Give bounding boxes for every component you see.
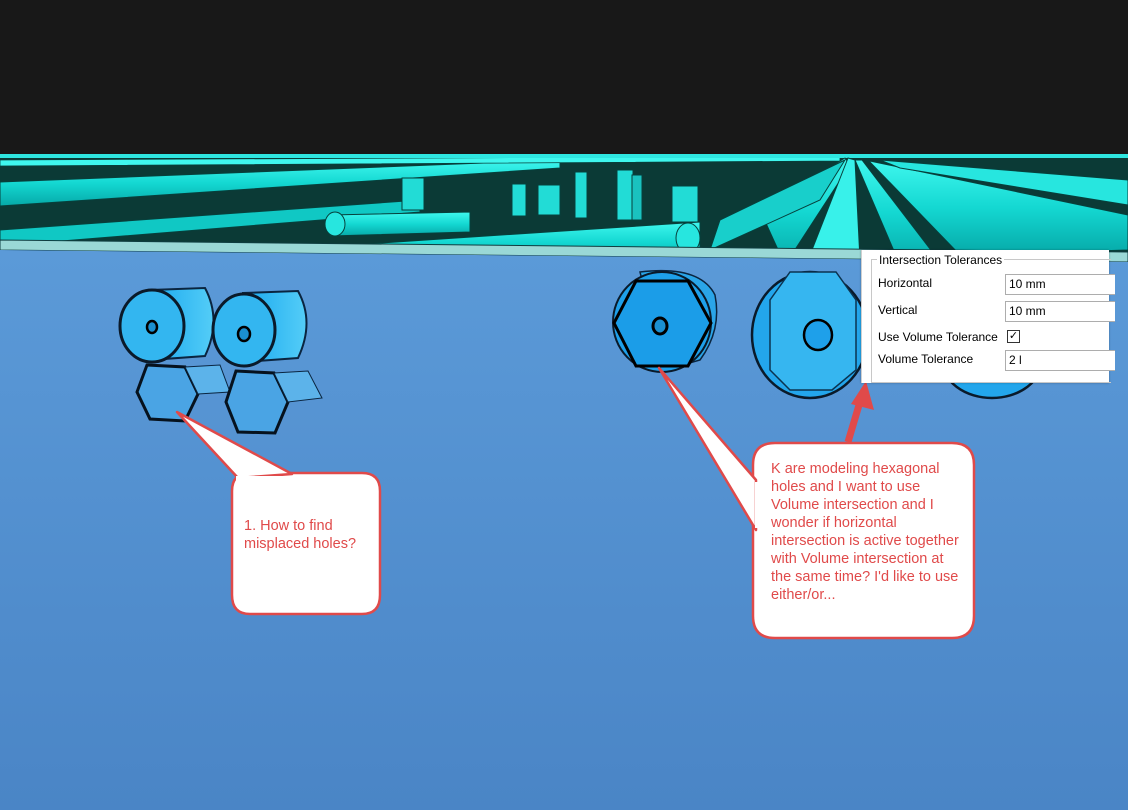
volume-tolerance-label: Volume Tolerance	[878, 352, 974, 366]
callout-right	[657, 366, 976, 640]
red-arrow-icon	[844, 381, 874, 443]
callout-right-text: K are modeling hexagonal holes and I wan…	[771, 461, 959, 603]
volume-tolerance-input[interactable]: 2 l	[1005, 350, 1115, 371]
vertical-label: Vertical	[878, 303, 918, 317]
vertical-input[interactable]: 10 mm	[1005, 301, 1115, 322]
horizontal-label: Horizontal	[878, 276, 933, 290]
converging-pipes	[709, 157, 1128, 267]
callout-left	[175, 410, 382, 616]
use-volume-tolerance-label: Use Volume Tolerance	[878, 330, 998, 344]
horizontal-input[interactable]: 10 mm	[1005, 274, 1115, 295]
ceiling-slab-edge	[0, 239, 1128, 263]
background-sky	[0, 0, 1128, 160]
left-hole-group	[118, 286, 323, 435]
intersection-tolerances-group: Intersection Tolerances	[871, 253, 1111, 383]
group-title: Intersection Tolerances	[877, 253, 1005, 267]
callout-left-text: 1. How to find misplaced holes?	[244, 518, 357, 552]
intersection-tolerances-panel: Intersection Tolerances Horizontal 10 mm…	[861, 250, 1115, 383]
use-volume-tolerance-checkbox[interactable]: ✓	[1007, 330, 1020, 343]
